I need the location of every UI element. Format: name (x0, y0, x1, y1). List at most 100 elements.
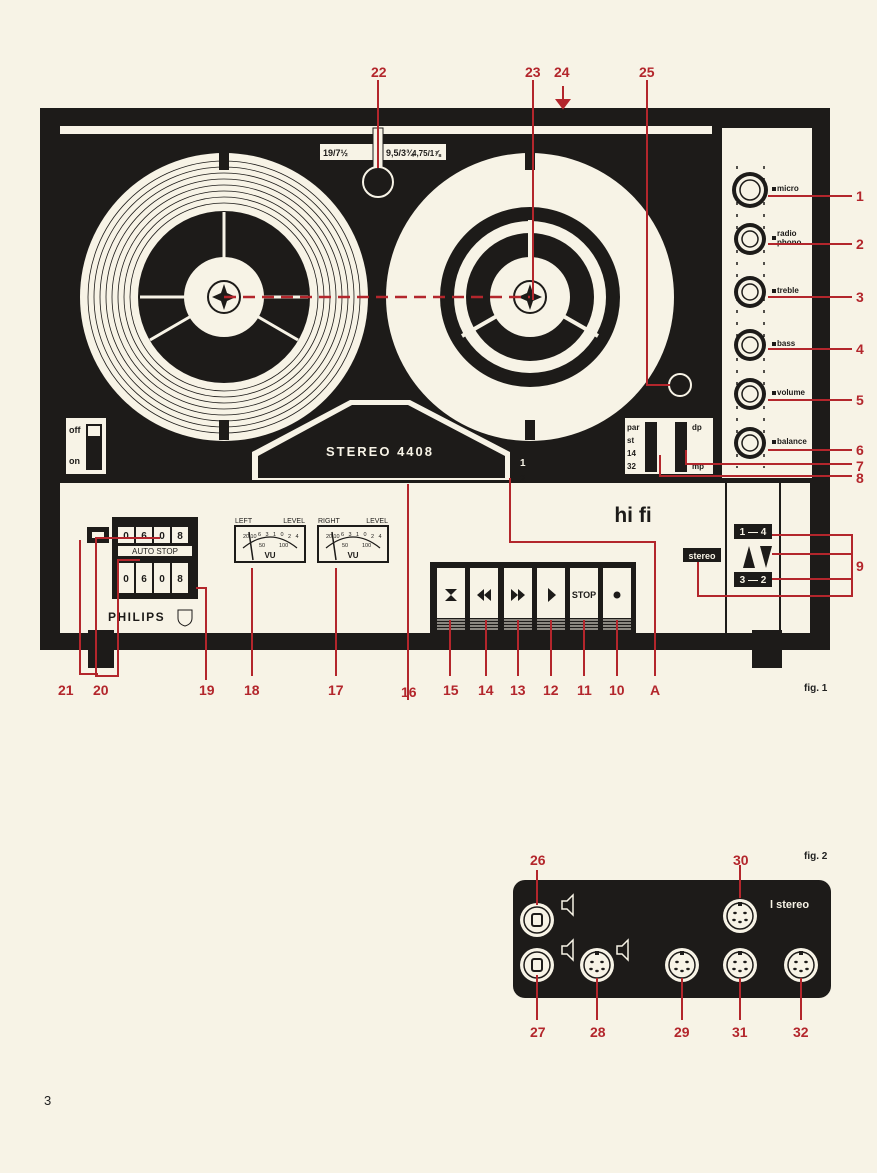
counter-digit-box (172, 563, 188, 593)
knob-label: micro (777, 184, 799, 193)
knob-treble[interactable]: treble (734, 276, 799, 308)
callout-2: 2 (856, 236, 864, 252)
counter-digit: 0 (159, 531, 165, 542)
slide-label-32: 32 (627, 462, 636, 471)
knob-label: phono (777, 238, 802, 247)
knob-balance[interactable]: balance (734, 427, 807, 459)
philips-shield-icon (177, 609, 193, 627)
stop-key[interactable]: STOP (570, 568, 598, 630)
sockets (520, 899, 818, 982)
callout-21: 21 (58, 682, 74, 698)
counter-digit-box (154, 563, 170, 593)
socket-32[interactable] (784, 948, 818, 982)
power-switch[interactable]: off on (66, 418, 106, 474)
connector-panel (513, 880, 831, 998)
speed-label-9-5: 9,5/3¾ (386, 148, 415, 158)
callout-8: 8 (856, 470, 864, 486)
callout-30: 30 (733, 852, 749, 868)
knob-label: radio (777, 229, 797, 238)
vu-scale-tick: 2 (288, 534, 291, 540)
stop-label: STOP (572, 590, 596, 600)
callout-22: 22 (371, 64, 387, 80)
model-name: STEREO 4408 (326, 444, 434, 459)
vu-scale-tick: 0 (364, 532, 367, 538)
vu-scale-tick: 4 (379, 534, 382, 540)
slide-label-dp: dp (692, 423, 702, 432)
callout-29: 29 (674, 1024, 690, 1040)
socket-31[interactable] (723, 948, 757, 982)
pause-button[interactable] (668, 373, 692, 397)
play-icon (548, 588, 556, 602)
vu-scale-tick: 20 (243, 534, 249, 540)
track-select-1-4: 1 — 4 (740, 527, 767, 538)
speaker-icon (561, 893, 629, 962)
callout-31: 31 (732, 1024, 748, 1040)
callout-15: 15 (443, 682, 459, 698)
vu-level-label: LEVEL (366, 518, 388, 525)
counter-digit: 6 (141, 531, 147, 542)
callout-lines (79, 80, 853, 700)
record-icon (613, 591, 621, 599)
counter-digit: 6 (141, 574, 147, 585)
callout-13: 13 (510, 682, 526, 698)
rewind-key[interactable] (470, 568, 498, 630)
socket-28[interactable] (580, 948, 614, 982)
eject-key[interactable] (437, 568, 465, 630)
speed-label-4-75: 4,75/1⅞ (412, 149, 442, 158)
callout-9: 9 (856, 558, 864, 574)
vu-scale-tick: 4 (296, 534, 299, 540)
vu-scale-low: 100 (362, 543, 371, 549)
slide-label-st: st (627, 436, 634, 445)
callout-10: 10 (609, 682, 625, 698)
stereo-button-label: stereo (688, 551, 716, 561)
vu-scale-tick: 3 (266, 532, 269, 538)
counter-digit-box (172, 527, 188, 543)
knob-label: volume (777, 388, 806, 397)
callout-5: 5 (856, 392, 864, 408)
callout-18: 18 (244, 682, 260, 698)
stereo-button[interactable]: stereo (683, 548, 721, 562)
vu-scale-low: 50 (342, 543, 348, 549)
track-tag-2: 2 (520, 474, 526, 485)
knob-volume[interactable]: volume (734, 378, 806, 410)
callout-12: 12 (543, 682, 559, 698)
callout-1: 1 (856, 188, 864, 204)
callout-6: 6 (856, 442, 864, 458)
mode-slide-switches[interactable]: par st 14 32 dp mp (625, 418, 713, 474)
vu-scale-tick: 1 (273, 532, 276, 538)
vu-scale-tick: 20 (326, 534, 332, 540)
knob-micro[interactable]: micro (732, 172, 799, 208)
callout-25: 25 (639, 64, 655, 80)
knob-bass[interactable]: bass (734, 329, 796, 361)
record-key[interactable] (603, 568, 631, 630)
track-selector[interactable]: 1 — 4 3 — 2 (734, 524, 772, 587)
callout-20: 20 (93, 682, 109, 698)
vu-title: RIGHT (318, 518, 341, 525)
play-key[interactable] (537, 568, 565, 630)
hifi-logo: hi fi (614, 504, 651, 527)
callout-24: 24 (554, 64, 570, 80)
socket-29[interactable] (665, 948, 699, 982)
vu-needle (248, 531, 254, 561)
knob-label: treble (777, 286, 799, 295)
svg-text:hi fi: hi fi (614, 504, 651, 527)
knob-label: balance (777, 437, 807, 446)
switch-on-label: on (69, 456, 80, 466)
counter-digit: 0 (123, 574, 129, 585)
brand-name: PHILIPS (108, 610, 165, 624)
transport-key-row: STOP (437, 568, 631, 630)
fast-forward-key[interactable] (504, 568, 532, 630)
slide-label-mp: mp (692, 462, 704, 471)
vu-scale-tick: 1 (356, 532, 359, 538)
callout-23: 23 (525, 64, 541, 80)
callout-3: 3 (856, 289, 864, 305)
counter-digit: 0 (123, 531, 129, 542)
socket-26[interactable] (520, 903, 554, 937)
fig2-caption: fig. 2 (804, 851, 828, 862)
vu-level-label: LEVEL (283, 518, 305, 525)
socket-30[interactable] (723, 899, 757, 933)
vu-scale-tick: 0 (281, 532, 284, 538)
vu-scale-tick: 2 (371, 534, 374, 540)
